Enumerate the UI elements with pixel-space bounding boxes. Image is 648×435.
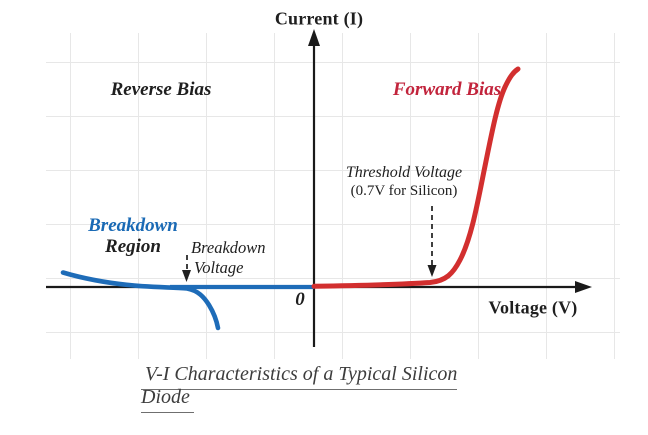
forward-bias-label: Forward Bias bbox=[392, 79, 502, 100]
grid-background bbox=[46, 33, 620, 359]
threshold-arrowhead bbox=[427, 265, 437, 277]
threshold-annotation: Threshold Voltage (0.7V for Silicon) bbox=[346, 163, 462, 201]
threshold-annotation-line1: Threshold Voltage bbox=[345, 164, 463, 181]
breakdown-region-label: Breakdown Region bbox=[88, 215, 178, 257]
reverse-breakdown-curve bbox=[60, 270, 221, 331]
breakdown-arrowhead bbox=[182, 270, 191, 282]
x-axis-title: Voltage (V) bbox=[488, 297, 578, 318]
y-axis-title: Current (I) bbox=[274, 8, 364, 29]
forward-bias-curve bbox=[311, 66, 521, 289]
x-axis-arrowhead bbox=[575, 281, 592, 293]
breakdown-voltage-line2: Voltage bbox=[194, 258, 244, 277]
breakdown-region-line2: Region bbox=[105, 236, 161, 257]
breakdown-voltage-annotation: Breakdown Voltage bbox=[191, 238, 266, 278]
chart-title-wrap: V-I Characteristics of a Typical Silicon… bbox=[141, 363, 479, 413]
origin-zero-label: 0 bbox=[295, 289, 305, 310]
breakdown-region-line1: Breakdown bbox=[88, 215, 178, 236]
chart-title: V-I Characteristics of a Typical Silicon… bbox=[141, 363, 458, 413]
threshold-annotation-line2: (0.7V for Silicon) bbox=[350, 183, 458, 199]
breakdown-voltage-line1: Breakdown bbox=[191, 238, 266, 257]
reverse-bias-label: Reverse Bias bbox=[110, 79, 212, 100]
y-axis-arrowhead bbox=[308, 29, 320, 46]
